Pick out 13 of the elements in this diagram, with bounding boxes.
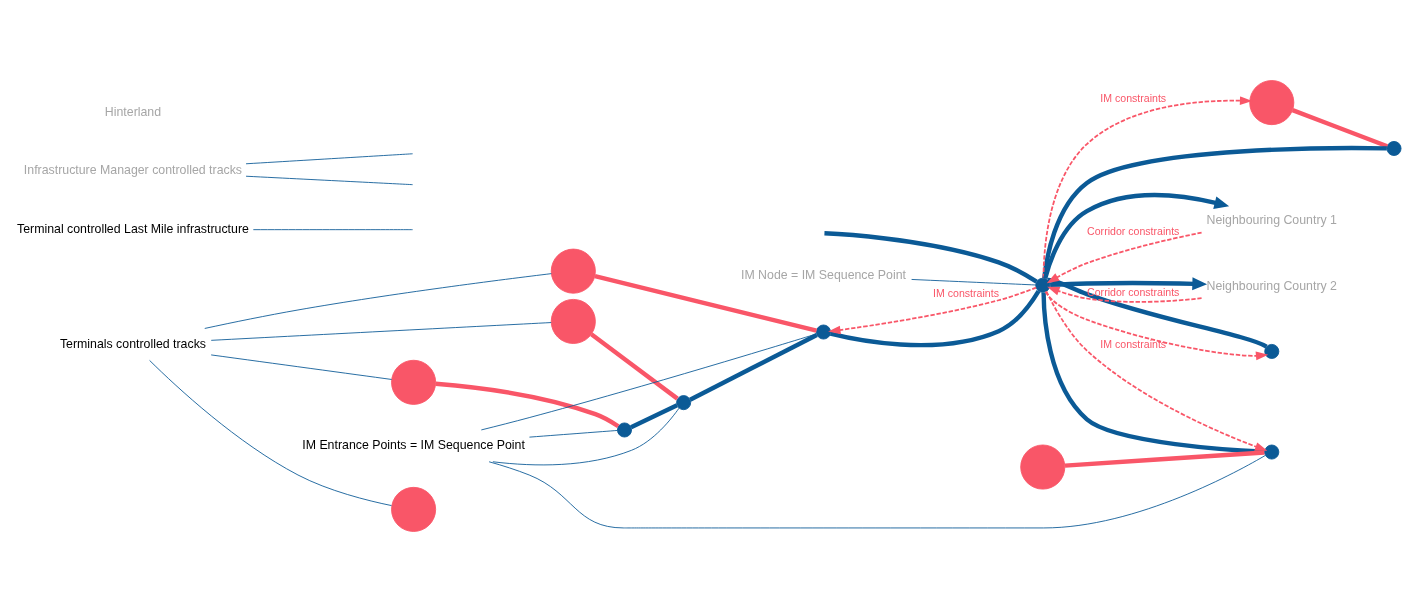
node-text: IM Node = IM Sequence Point — [740, 267, 906, 282]
edge-label: IM constraints — [1100, 337, 1167, 350]
node-text: Terminals controlled tracks — [59, 336, 207, 351]
edge-label: Corridor constraints — [1087, 224, 1180, 237]
label: Hinterland — [104, 104, 162, 119]
node-text: Terminal controlled Last Mile infrastructure — [17, 221, 249, 236]
edge-label: IM constraints — [933, 286, 999, 299]
node-text: IM Entrance Points = IM Sequence Point — [302, 437, 525, 452]
node-text: Infrastructure Manager controlled tracks — [23, 162, 243, 177]
edge-label: Corridor constraints — [1087, 285, 1180, 297]
edge-label: IM constraints — [1100, 91, 1167, 104]
node-text: Neighbouring Country 2 — [1206, 278, 1337, 293]
node-text: Neighbouring Country 1 — [1206, 212, 1337, 227]
